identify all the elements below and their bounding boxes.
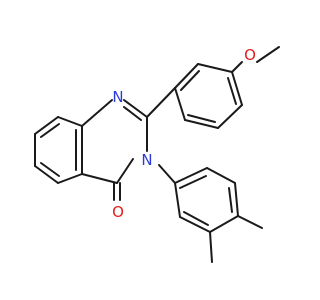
bond-dar5-dar6 xyxy=(179,216,211,233)
bond-c2-ar1 xyxy=(146,87,176,118)
bond-ar3-ar4-inner xyxy=(227,77,237,105)
atom-label-n3: N xyxy=(141,151,152,169)
bond-dar6-dar1 xyxy=(174,182,181,218)
bond-c8-c7 xyxy=(34,116,59,135)
bond-o-methyl xyxy=(256,46,280,63)
bond-ar2-ar3 xyxy=(197,63,233,73)
bond-c6-c5 xyxy=(34,165,59,184)
bond-ar5-ar6-inner xyxy=(187,114,216,123)
bond-n1-c2 xyxy=(123,99,148,118)
bond-n1-c2-inner xyxy=(123,106,142,121)
bond-ar3-ar4 xyxy=(231,71,243,106)
bond-c5-c4a xyxy=(57,173,83,184)
bond-dar1-dar2-inner xyxy=(179,175,207,189)
bond-dar3-dar4 xyxy=(234,182,239,217)
atom-label-layer: N N O O xyxy=(112,46,256,221)
molecule-diagram: N N O O xyxy=(34,46,280,263)
bond-c8a-n1 xyxy=(81,99,113,127)
bond-c8-c7-inner xyxy=(40,123,60,138)
bond-dar5-methyl xyxy=(209,231,213,263)
bond-c8a-c8 xyxy=(57,116,83,127)
bond-ar4-ar5 xyxy=(217,104,243,129)
atom-label-o-carbonyl: O xyxy=(112,203,124,221)
bond-c6-c5-inner xyxy=(40,162,60,177)
bond-dar5-dar6-inner xyxy=(183,211,209,226)
atom-label-n1: N xyxy=(112,88,123,106)
bond-n3-c4 xyxy=(116,158,134,184)
bond-dar4-dar5 xyxy=(209,215,239,233)
bond-c4-c4a xyxy=(81,173,118,184)
bond-n3-ar1 xyxy=(158,164,176,184)
bond-dar4-methyl xyxy=(237,215,263,229)
bond-ar1-ar2 xyxy=(174,63,199,89)
bond-dar3-dar4-inner xyxy=(228,187,233,213)
bond-ar6-ar1 xyxy=(174,87,186,121)
bond-ar1-ar2-inner xyxy=(180,70,200,91)
bond-ar3-o xyxy=(231,61,243,73)
bond-dar2-dar3 xyxy=(206,167,236,184)
bond-layer xyxy=(34,46,280,263)
bond-ar5-ar6 xyxy=(184,119,219,129)
atom-label-o-methoxy: O xyxy=(244,46,256,64)
bond-dar1-dar2 xyxy=(174,167,208,184)
